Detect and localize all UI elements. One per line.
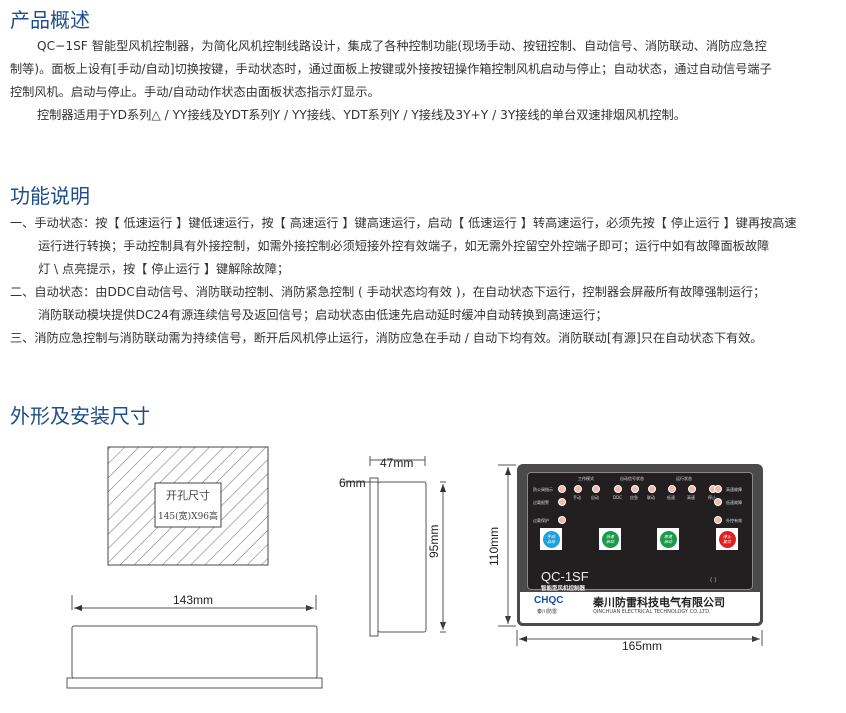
overview-line: 制等)。面板上设有[手动/自动]切换按键，手动状态时，通过面板上按键或外接按钮操… xyxy=(10,62,772,76)
function-line: 二、自动状态：由DDC自动信号、消防联动控制、消防紧急控制 ( 手动状态均有效 … xyxy=(10,285,766,299)
led-label: 停止 xyxy=(708,495,716,500)
led-indicator xyxy=(592,485,600,493)
company-name-en: QINCHUAN ELECTRICAL TECHNOLOGY CO.,LTD. xyxy=(593,609,711,615)
front-view-drawing xyxy=(66,595,323,689)
side-view-drawing xyxy=(340,456,446,637)
led-label: 手动 xyxy=(573,495,581,500)
group-label: 工作模式 xyxy=(578,476,594,481)
high-speed-start-button[interactable]: 高速启动 xyxy=(657,528,679,550)
led-label: 应急 xyxy=(630,495,638,500)
group-label: 自动信号状态 xyxy=(620,476,644,481)
led-label: 外控有效 xyxy=(726,518,742,523)
led-indicator xyxy=(631,485,639,493)
manual-auto-button[interactable]: 手动自动 xyxy=(540,528,562,550)
led-label: 高速 xyxy=(687,495,695,500)
cutout-size: 145(宽)X96高 xyxy=(157,512,219,522)
led-indicator xyxy=(574,485,582,493)
led-label: 低速故障 xyxy=(726,500,742,505)
functions-text: 一、手动状态：按【 低速运行 】键低速运行，按【 高速运行 】键高速运行，启动【… xyxy=(10,212,840,350)
model-name: QC-1SF xyxy=(541,569,589,584)
led-indicator xyxy=(558,516,566,524)
led-label: 过载报警 xyxy=(533,500,549,505)
section-title-functions: 功能说明 xyxy=(10,184,90,208)
brand-strip: CHQC 秦川防雷 秦川防雷科技电气有限公司 QINCHUAN ELECTRIC… xyxy=(517,592,763,626)
section-title-overview: 产品概述 xyxy=(10,8,90,32)
overview-line: 控制风机。启动与停止。手动/自动动作状态由面板状态指示灯显示。 xyxy=(10,85,380,99)
company-name: 秦川防雷科技电气有限公司 xyxy=(593,596,725,609)
led-indicator xyxy=(648,485,656,493)
led-indicator xyxy=(688,485,696,493)
led-label: 低速 xyxy=(667,495,675,500)
led-indicator xyxy=(558,485,566,493)
led-label: 防火阀指示 xyxy=(533,487,553,492)
function-line: 三、消防应急控制与消防联动需为持续信号，断开后风机停止运行，消防应急在手动 / … xyxy=(10,331,763,345)
cutout-drawing xyxy=(107,446,269,566)
depth-47-label: 47mm xyxy=(380,456,414,470)
sensor-icon: ( ) xyxy=(710,577,717,584)
led-indicator xyxy=(714,498,722,506)
model-subtitle: 智能型风机控制器 xyxy=(541,586,586,592)
function-line: 一、手动状态：按【 低速运行 】键低速运行，按【 高速运行 】键高速运行，启动【… xyxy=(10,216,797,230)
led-label: DDC xyxy=(613,495,622,500)
low-speed-start-button[interactable]: 低速启动 xyxy=(599,528,621,550)
width-143-label: 143mm xyxy=(173,593,214,607)
function-line: 灯 \ 点亮提示，按【 停止运行 】键解除故障； xyxy=(38,262,290,276)
led-indicator xyxy=(614,485,622,493)
led-label: 自动 xyxy=(591,495,599,500)
width-165-label: 165mm xyxy=(622,639,663,653)
overview-line: QC−1SF 智能型风机控制器，为简化风机控制线路设计，集成了各种控制功能(现场… xyxy=(37,39,767,53)
stop-reset-button[interactable]: 停止复位 xyxy=(716,528,738,550)
led-indicator xyxy=(668,485,676,493)
dimension-drawings xyxy=(66,446,763,689)
overview-line: 控制器适用于YD系列△ / YY接线及YDT系列Y / YY接线、YDT系列Y … xyxy=(37,108,686,122)
led-indicator xyxy=(714,516,722,524)
function-line: 运行进行转换；手动控制具有外接控制，如需外接控制必须短接外控有效端子，如无需外控… xyxy=(38,239,770,253)
brand-logo: CHQC xyxy=(534,595,564,606)
height-110-label: 110mm xyxy=(487,526,501,566)
led-label: 联动 xyxy=(647,495,655,500)
flange-6-label: 6mm xyxy=(339,476,366,490)
section-title-dimensions: 外形及安装尺寸 xyxy=(10,404,150,428)
height-95-label: 95mm xyxy=(427,524,441,558)
panel-dimension-lines xyxy=(498,464,763,646)
led-label: 过载保护 xyxy=(533,518,549,523)
led-label: 高速故障 xyxy=(726,487,742,492)
group-label: 运行状态 xyxy=(676,476,692,481)
led-indicator xyxy=(558,498,566,506)
cutout-label: 开孔尺寸 xyxy=(166,489,210,502)
led-indicator xyxy=(714,485,722,493)
brand-logo-sub: 秦川防雷 xyxy=(537,609,558,615)
function-line: 消防联动模块提供DC24有源连续信号及返回信号；启动状态由低速先启动延时缓冲自动… xyxy=(38,308,608,322)
overview-text: QC−1SF 智能型风机控制器，为简化风机控制线路设计，集成了各种控制功能(现场… xyxy=(10,35,840,127)
